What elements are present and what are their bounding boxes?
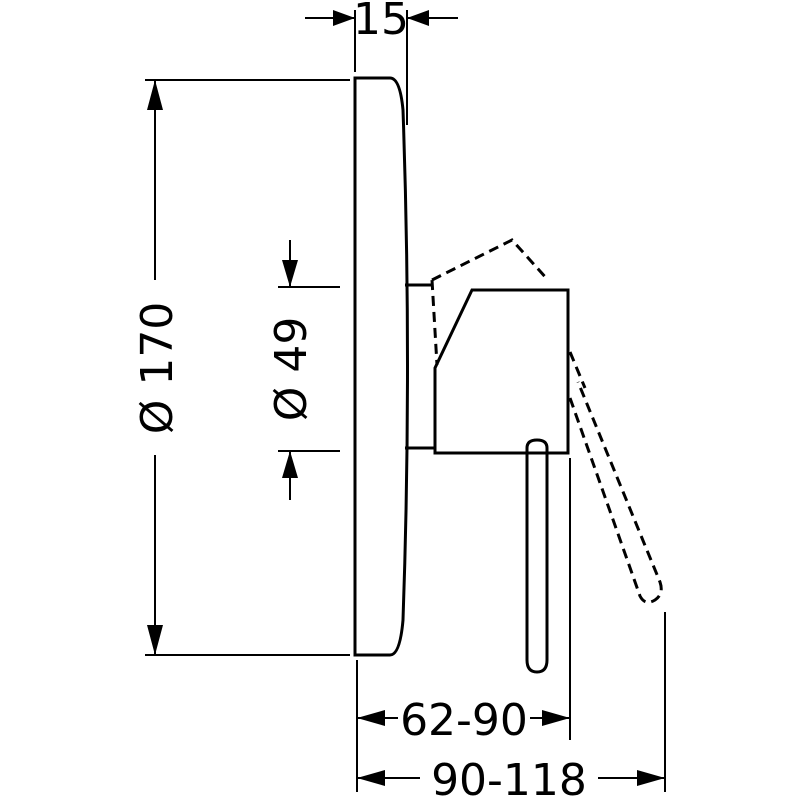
dimension-top-width: 15: [305, 0, 458, 45]
inner-diameter-label: Ø 49: [266, 317, 317, 422]
dimension-depth-long: 90-118: [357, 755, 665, 800]
cover-plate: [353, 76, 409, 657]
lever-down: [525, 438, 549, 674]
dimension-depth-short: 62-90: [357, 695, 570, 746]
dimension-outer-diameter: Ø 170: [132, 80, 183, 655]
lever-alt: [568, 381, 663, 604]
top-width-label: 15: [353, 0, 409, 45]
handle-block-alt: [430, 238, 587, 389]
extension-lines: [145, 10, 666, 792]
dimension-inner-diameter: Ø 49: [266, 240, 317, 500]
depth-long-label: 90-118: [431, 755, 587, 800]
handle-block: [433, 288, 570, 455]
valve-body: [405, 283, 435, 450]
outer-diameter-label: Ø 170: [132, 302, 183, 435]
depth-short-label: 62-90: [400, 695, 528, 746]
